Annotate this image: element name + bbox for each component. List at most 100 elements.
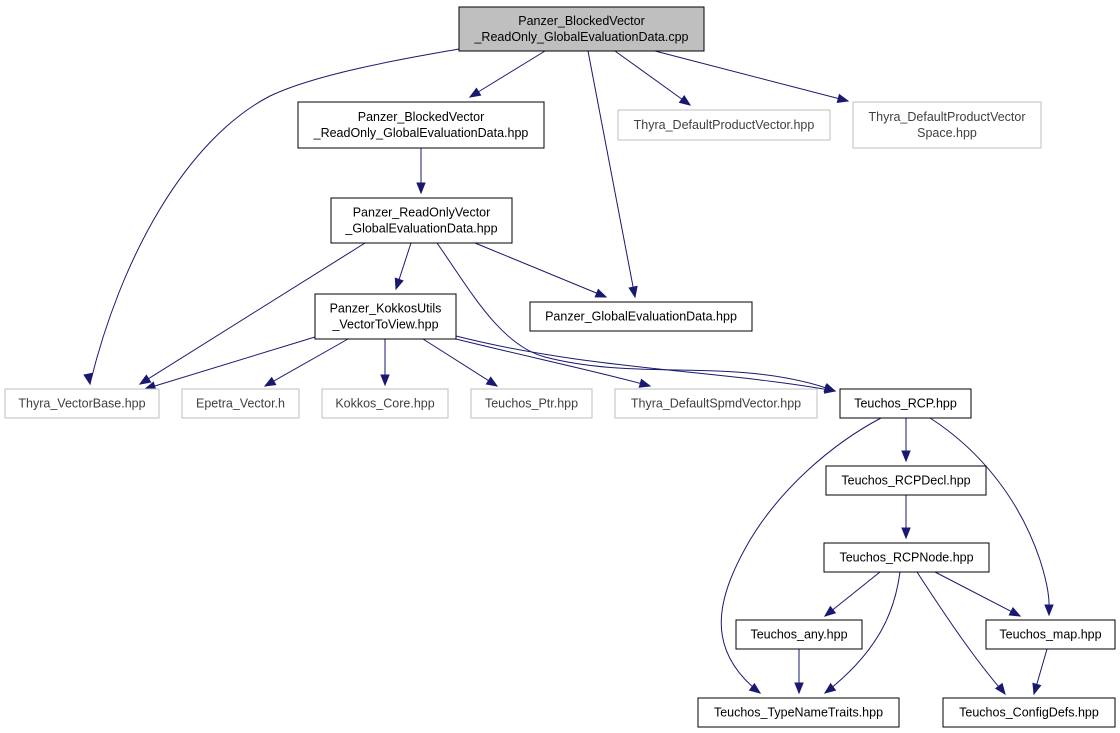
node-blocked-hpp[interactable]: Panzer_BlockedVector_ReadOnly_GlobalEval… (297, 101, 545, 149)
edge-kokkos_utils-to-thyra_default_spmd_vector (455, 338, 652, 388)
edge-root-to-global_eval_data (587, 50, 638, 299)
node-teuchos-configdefs[interactable]: Teuchos_ConfigDefs.hpp (942, 697, 1116, 728)
node-label: Epetra_Vector.h (196, 397, 285, 411)
edge-teuchos_map-to-teuchos_configdefs (1032, 648, 1048, 696)
node-label: Teuchos_TypeNameTraits.hpp (714, 706, 883, 720)
edge-arrowhead (901, 527, 911, 540)
node-box (942, 697, 1116, 728)
node-teuchos-any[interactable]: Teuchos_any.hpp (735, 619, 863, 650)
node-box (297, 101, 545, 149)
node-label: Space.hpp (917, 126, 977, 140)
edge-line (469, 50, 546, 98)
node-box (614, 388, 818, 419)
node-readonly-vector[interactable]: Panzer_ReadOnlyVector_GlobalEvaluationDa… (330, 197, 513, 244)
edge-arrowhead (678, 95, 692, 106)
edge-kokkos_utils-to-epetra_vector (263, 338, 349, 387)
edge-arrowhead (836, 93, 850, 103)
node-epetra-vector[interactable]: Epetra_Vector.h (181, 388, 300, 419)
edge-arrowhead (594, 288, 608, 298)
node-label: Teuchos_map.hpp (999, 628, 1101, 642)
edge-line (916, 571, 1006, 695)
node-kokkos-utils[interactable]: Panzer_KokkosUtils_VectorToView.hpp (314, 293, 457, 340)
edge-line (264, 338, 349, 387)
node-label: Teuchos_any.hpp (750, 628, 847, 642)
edge-teuchos_rcpnode-to-teuchos_any (823, 571, 881, 617)
node-teuchos-typenametraits[interactable]: Teuchos_TypeNameTraits.hpp (697, 697, 900, 728)
edge-arrowhead (263, 376, 277, 387)
edge-arrowhead (380, 374, 390, 387)
edge-line (824, 571, 901, 694)
node-box (470, 388, 593, 419)
node-box (839, 388, 972, 419)
node-kokkos-core[interactable]: Kokkos_Core.hpp (321, 388, 449, 419)
edge-line (934, 571, 1021, 617)
edge-kokkos_utils-to-kokkos_core (380, 339, 390, 387)
edge-arrowhead (794, 682, 804, 695)
edge-teuchos_rcpnode-to-teuchos_typenametraits (823, 571, 901, 694)
node-label: Teuchos_RCPNode.hpp (839, 551, 973, 565)
edge-line (139, 242, 366, 385)
node-label: _ReadOnly_GlobalEvaluationData.cpp (473, 30, 688, 44)
node-label: Teuchos_RCPDecl.hpp (841, 474, 970, 488)
edge-root-to-thyra_default_product_vector (614, 50, 692, 106)
node-thyra-default-spmd-vector[interactable]: Thyra_DefaultSpmdVector.hpp (614, 388, 818, 419)
node-box (330, 197, 513, 244)
edge-kokkos_utils-to-thyra_vector_base (143, 336, 316, 391)
edge-arrowhead (823, 682, 837, 694)
edge-teuchos_rcp-to-teuchos_rcpdecl (901, 418, 911, 463)
node-label: Thyra_DefaultProductVector (868, 110, 1025, 124)
node-box (529, 301, 753, 332)
node-label: Teuchos_ConfigDefs.hpp (959, 706, 1099, 720)
node-label: _GlobalEvaluationData.hpp (344, 222, 497, 236)
edge-arrowhead (1008, 606, 1022, 617)
edge-readonly_vector-to-thyra_vector_base (138, 242, 366, 385)
edge-line (587, 50, 636, 298)
edge-arrowhead (83, 372, 93, 386)
edge-kokkos_utils-to-teuchos_rcp (455, 335, 837, 394)
edge-arrowhead (1044, 604, 1054, 617)
edge-line (474, 242, 607, 298)
edge-arrowhead (823, 384, 837, 394)
node-teuchos-map[interactable]: Teuchos_map.hpp (985, 619, 1116, 650)
node-box (823, 542, 990, 573)
node-label: Thyra_VectorBase.hpp (18, 397, 145, 411)
edge-line (144, 336, 316, 390)
node-label: Panzer_GlobalEvaluationData.hpp (545, 310, 737, 324)
edge-arrowhead (901, 450, 911, 463)
node-box (321, 388, 449, 419)
edge-arrowhead (485, 376, 499, 387)
edge-arrowhead (638, 378, 652, 388)
node-label: Thyra_DefaultSpmdVector.hpp (631, 397, 801, 411)
node-label: Panzer_BlockedVector (358, 110, 484, 124)
edge-arrowhead (994, 682, 1006, 696)
node-thyra-default-product-vector[interactable]: Thyra_DefaultProductVector.hpp (617, 109, 831, 141)
edge-teuchos_any-to-teuchos_typenametraits (794, 649, 804, 695)
node-teuchos-rcp[interactable]: Teuchos_RCP.hpp (839, 388, 972, 419)
node-global-eval-data[interactable]: Panzer_GlobalEvaluationData.hpp (529, 301, 753, 332)
edge-root-to-thyra_vector_base (83, 48, 460, 386)
edge-line (929, 417, 1050, 616)
node-label: Teuchos_RCP.hpp (854, 397, 957, 411)
edge-teuchos_rcpnode-to-teuchos_configdefs (916, 571, 1006, 696)
edge-line (654, 50, 849, 102)
node-thyra-vector-base[interactable]: Thyra_VectorBase.hpp (4, 388, 160, 419)
node-box (617, 109, 831, 141)
edge-arrowhead (823, 605, 837, 617)
node-teuchos-ptr[interactable]: Teuchos_Ptr.hpp (470, 388, 593, 419)
edge-arrowhead (138, 374, 152, 385)
edge-line (720, 417, 882, 694)
edge-teuchos_rcpnode-to-teuchos_map (934, 571, 1022, 617)
node-teuchos-rcpdecl[interactable]: Teuchos_RCPDecl.hpp (825, 465, 987, 496)
node-box (314, 293, 457, 340)
edges-layer (83, 48, 1054, 696)
edge-blocked_hpp-to-readonly_vector (416, 148, 426, 195)
edge-arrowhead (1032, 682, 1042, 696)
node-box (458, 6, 705, 52)
edge-readonly_vector-to-global_eval_data (474, 242, 608, 298)
node-root: Panzer_BlockedVector_ReadOnly_GlobalEval… (458, 6, 705, 52)
node-box (825, 465, 987, 496)
nodes-layer: Panzer_BlockedVector _ReadOnly_GlobalEval… (4, 6, 1116, 728)
node-teuchos-rcpnode[interactable]: Teuchos_RCPNode.hpp (823, 542, 990, 573)
